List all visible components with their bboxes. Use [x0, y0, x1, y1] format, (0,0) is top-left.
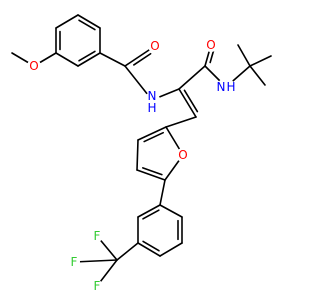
atom-o-furan: O: [178, 148, 187, 162]
bond-phenyl-ring: [137, 242, 161, 257]
bond-benzene-ring: [77, 14, 101, 29]
atom-n-amide1: N: [148, 89, 157, 103]
molecule-structure: O O N H O N H O F F F: [11, 14, 272, 293]
bond-benzene-double: [78, 19, 96, 31]
bond-c-f: [73, 259, 118, 263]
bond-furan-ring: [136, 139, 139, 171]
atom-n-amide2: N: [217, 80, 226, 94]
atom-f-bottom: F: [94, 279, 101, 293]
bond-vinyl-furan: [165, 116, 197, 128]
bond-benzene-ring: [55, 52, 79, 67]
bond-phenyl-ring: [159, 242, 183, 257]
bond-carbonyl-double: [133, 52, 152, 66]
bond-furan-phenyl: [159, 179, 166, 206]
bond-benzene-double: [78, 50, 96, 62]
atom-h-amide1: H: [147, 101, 156, 115]
atom-o-amide1: O: [150, 39, 159, 53]
bond-vinyl: [178, 88, 197, 118]
bond-furan-ring: [136, 169, 166, 181]
bond-aryl-carbonyl: [99, 52, 126, 67]
bond-tbutyl-methyl: [249, 55, 272, 67]
atom-o-methoxy: O: [29, 59, 38, 73]
bond-vinyl-carbonyl: [178, 65, 206, 90]
bond-furan-double: [143, 131, 165, 143]
bond-phenyl-ring: [137, 204, 161, 218]
bond-furan-ring: [137, 126, 167, 141]
bond-phenyl-double: [142, 209, 160, 220]
atom-h-amide2: H: [226, 80, 235, 94]
bond-phenyl-cf3: [116, 242, 139, 261]
bond-vinyl-double: [183, 89, 199, 113]
atom-f-top: F: [94, 229, 101, 243]
atom-f-left: F: [71, 255, 78, 269]
bond-tbutyl-methyl: [249, 65, 266, 86]
bond-phenyl-double: [142, 240, 160, 252]
atom-labels: O O N H O N H O F F F: [27, 38, 236, 293]
bond-carbonyl2-double: [209, 49, 215, 64]
bond-tbutyl-methyl: [237, 44, 251, 67]
bond-benzene-ring: [77, 52, 101, 67]
bond-furan-double: [142, 167, 163, 176]
bond-benzene-ring: [55, 14, 79, 29]
bond-phenyl-ring: [159, 204, 183, 218]
bond-lines: [11, 14, 272, 287]
atom-o-amide2: O: [206, 38, 215, 52]
